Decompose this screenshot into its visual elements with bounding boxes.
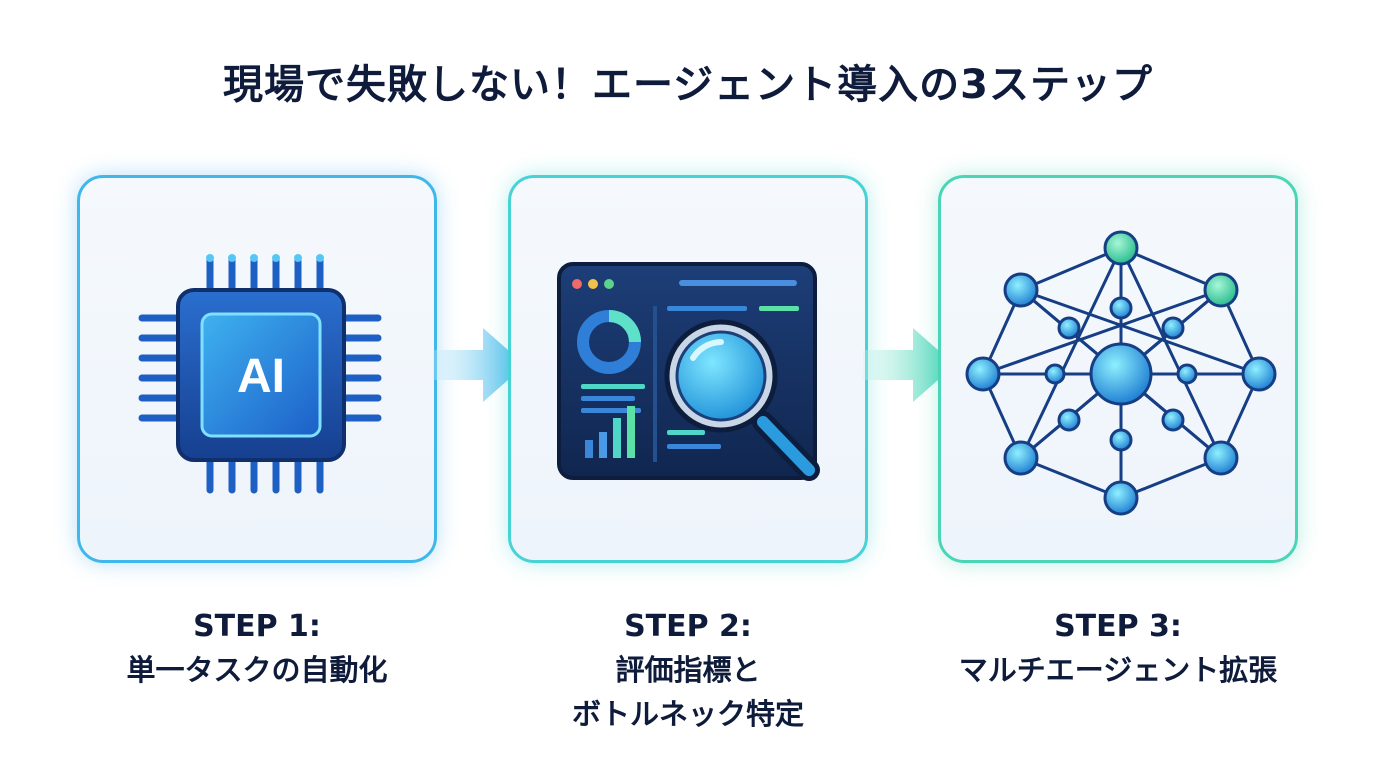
step-description: 評価指標と ボトルネック特定 — [571, 653, 804, 731]
step-3-card — [938, 175, 1298, 563]
dashboard-magnifier-icon — [557, 262, 820, 481]
page-title: 現場で失敗しない！エージェント導入の3ステップ — [222, 62, 1154, 108]
step-1-label: STEP 1: 単一タスクの自動化 — [47, 606, 467, 692]
step-number: STEP 1: — [193, 609, 321, 644]
step-number: STEP 2: — [624, 609, 752, 644]
chip-label: AI — [237, 350, 285, 403]
step-description: 単一タスクの自動化 — [126, 653, 388, 687]
step-1-card: AI — [77, 175, 437, 563]
ai-chip-icon: AI — [138, 254, 382, 494]
step-3-label: STEP 3: マルチエージェント拡張 — [908, 606, 1328, 692]
network-icon — [965, 230, 1277, 516]
step-2-card — [508, 175, 868, 563]
step-2-label: STEP 2: 評価指標と ボトルネック特定 — [478, 606, 898, 736]
arrow-right-icon — [863, 328, 955, 402]
step-number: STEP 3: — [1054, 609, 1182, 644]
step-description: マルチエージェント拡張 — [958, 653, 1278, 687]
arrow-right-icon — [433, 328, 525, 402]
